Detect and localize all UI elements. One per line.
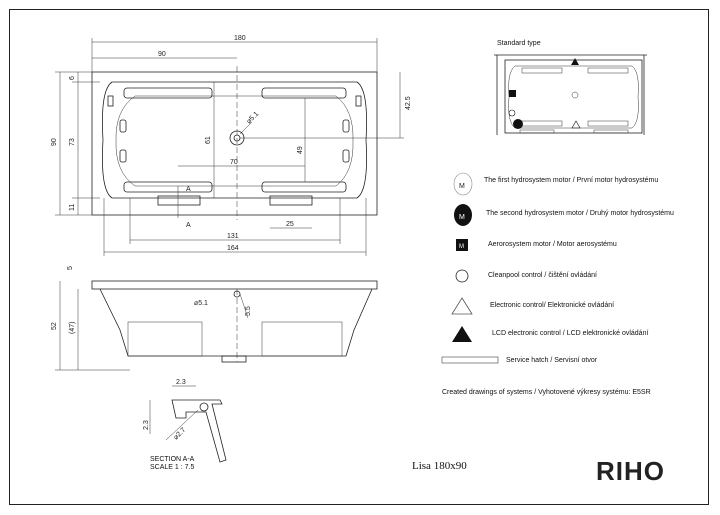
side-basin [99,288,373,357]
dim-drain-diameter: ⌀5.1 [245,111,260,126]
dim-5-5: 5.5 [245,306,252,316]
mini-cleanpool-icon [508,109,516,117]
legend-symbols: M M M [441,172,499,364]
legend-cleanpool-control: Cleanpool control / čištění ovládání [488,272,597,279]
legend-aero-motor: Aerorosystem motor / Motor aerosystému [488,241,617,248]
mini-lcd-control-icon [571,58,579,65]
section-view: 2.3 2.3 ⌀2.7 [143,379,227,463]
section-profile [171,399,227,463]
legend-service-hatch: Service hatch / Servisní otvor [506,357,598,364]
legend-second-hydro-motor: The second hydrosystem motor / Druhý mot… [486,210,674,217]
mini-headrest-2 [587,67,629,74]
jet-right-2 [342,149,350,163]
mini-hatch-right [593,129,629,134]
drawing-title: Lisa 180x90 [412,460,467,472]
dim-47: (47) [69,322,76,334]
second-hydro-motor-icon [454,204,472,226]
dim-180: 180 [234,35,246,42]
jet-right-1 [342,119,350,133]
mini-headrest-3 [521,120,563,127]
legend-first-hydro-motor: The first hydrosystem motor / První moto… [484,177,659,184]
jet-left-1 [119,119,127,133]
headrest-left-bottom [123,181,213,193]
dim-5: 5 [67,266,74,270]
dim-90-vertical: 90 [51,138,58,146]
tub-inner-basin [102,81,367,199]
legend-electronic-control: Electronic control/ Elektronické ovládán… [490,302,615,309]
tub-outer-rim [91,71,378,216]
jet-right-3 [355,95,362,107]
scale-label: SCALE 1 : 7.5 [150,464,195,471]
second-motor-letter: M [459,214,465,221]
section-hole [199,402,209,412]
section-marker-top: A [186,186,191,193]
dim-61: 61 [205,136,212,144]
mini-hatch-left [519,129,555,134]
created-drawings-note: Created drawings of systems / Vyhotovené… [442,389,651,396]
side-panel-right [261,321,343,357]
dim-131: 131 [227,233,239,240]
side-dim-drain-diameter: ⌀5.1 [194,300,208,307]
mini-tub-outer [504,59,643,134]
section-marker-bottom: A [186,222,191,229]
mini-electronic-control-icon [571,120,581,129]
dim-52: 52 [51,322,58,330]
aero-motor-letter: M [459,244,464,250]
headrest-right-bottom [261,181,347,193]
dim-164: 164 [227,245,239,252]
dim-line-5-5 [239,293,249,319]
mini-headrest-4 [587,120,629,127]
dim-section-w1: 2.3 [176,379,186,386]
dim-11: 11 [69,204,76,211]
legend-lcd-control: LCD electronic control / LCD elektronick… [492,330,649,337]
mini-tub-inner [508,65,639,129]
dim-line-2-7 [165,409,199,441]
standard-type-label: Standard type [497,40,541,47]
drawing-frame [9,9,709,505]
riho-logo: RIHO [596,456,665,486]
mini-aero-motor-icon [509,90,516,97]
dim-6: 6 [69,76,76,80]
first-motor-letter: M [459,183,465,190]
service-hatch-left [157,195,201,206]
headrest-right-top [261,87,347,99]
jet-left-3 [107,95,114,107]
dim-49: 49 [297,146,304,154]
side-rim [91,280,378,290]
electronic-control-icon [451,297,473,315]
lcd-control-icon [452,326,472,342]
mini-drain [571,91,579,99]
headrest-left-top [123,87,213,99]
service-hatch-icon [441,356,499,364]
top-view: 180 90 90 6 73 11 42.5 61 70 ⌀5.1 49 25 … [51,35,412,256]
mini-hydro-motor-icon [513,119,523,129]
tub-floor [115,95,354,187]
drain-leader [239,121,253,135]
dim-section-w2: 2.3 [143,420,150,430]
aero-motor-icon [456,239,468,251]
jet-left-2 [119,149,127,163]
dim-42-5: 42.5 [405,96,412,110]
side-view: 5 52 (47) ⌀5.1 5.5 [51,266,378,371]
dim-90: 90 [158,51,166,58]
first-hydro-motor-icon [453,172,473,196]
cleanpool-control-icon [455,269,469,283]
dim-73: 73 [69,138,76,146]
standard-type-view [494,54,647,135]
service-hatch-right [269,195,313,206]
section-label: SECTION A-A [150,456,195,463]
mini-headrest-1 [521,67,563,74]
dim-section-d: ⌀2.7 [172,427,187,442]
side-drain [221,355,247,363]
dim-25: 25 [286,221,294,228]
dim-70: 70 [230,159,238,166]
side-panel-left [127,321,203,357]
